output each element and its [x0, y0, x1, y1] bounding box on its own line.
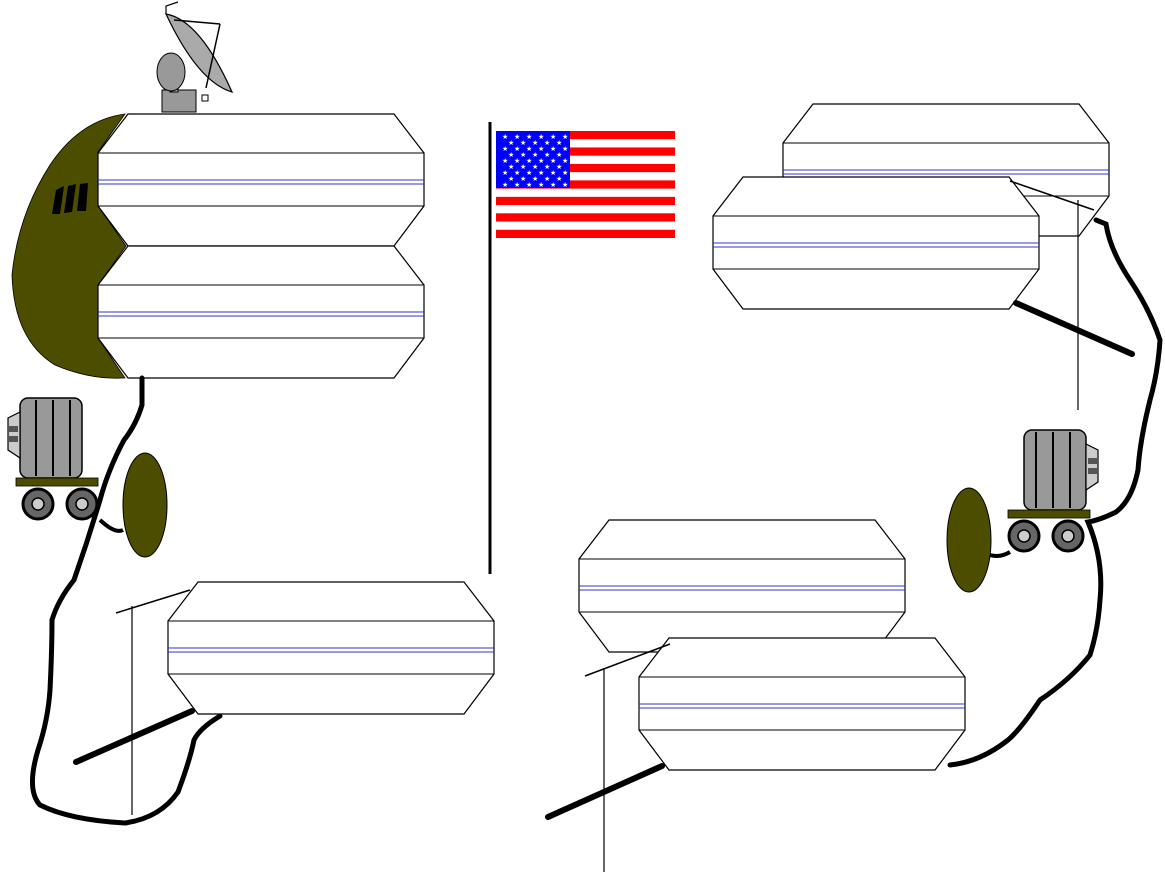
left-site [8, 2, 494, 823]
flag-star: ★ [502, 181, 508, 189]
generator-trailer-icon [1008, 430, 1098, 551]
vestibule-door-icon [123, 453, 167, 557]
tent-module-icon [639, 638, 965, 770]
flag-star: ★ [562, 169, 568, 177]
flag-star: ★ [562, 181, 568, 189]
vestibule-door-icon [947, 488, 991, 592]
tent-module-icon [98, 114, 424, 246]
flag-stripe [496, 213, 675, 221]
tent-module-icon [168, 582, 494, 714]
tent-module-icon [713, 177, 1039, 309]
flag-star: ★ [562, 157, 568, 165]
flag-star: ★ [550, 181, 556, 189]
satellite-dish-icon [157, 2, 232, 112]
flag-star: ★ [526, 181, 532, 189]
flag-star: ★ [562, 133, 568, 141]
tent-module-icon [98, 246, 424, 378]
flag-star: ★ [562, 145, 568, 153]
flag-star: ★ [514, 181, 520, 189]
flag-star: ★ [538, 181, 544, 189]
generator-trailer-icon [8, 398, 98, 519]
flag-stripe [496, 197, 675, 205]
us-flag-icon: ★★★★★★★★★★★★★★★★★★★★★★★★★★★★★★★★★★★★★★★★… [490, 122, 675, 574]
tent-module-icon [579, 520, 905, 652]
flag-stripe [496, 230, 675, 238]
